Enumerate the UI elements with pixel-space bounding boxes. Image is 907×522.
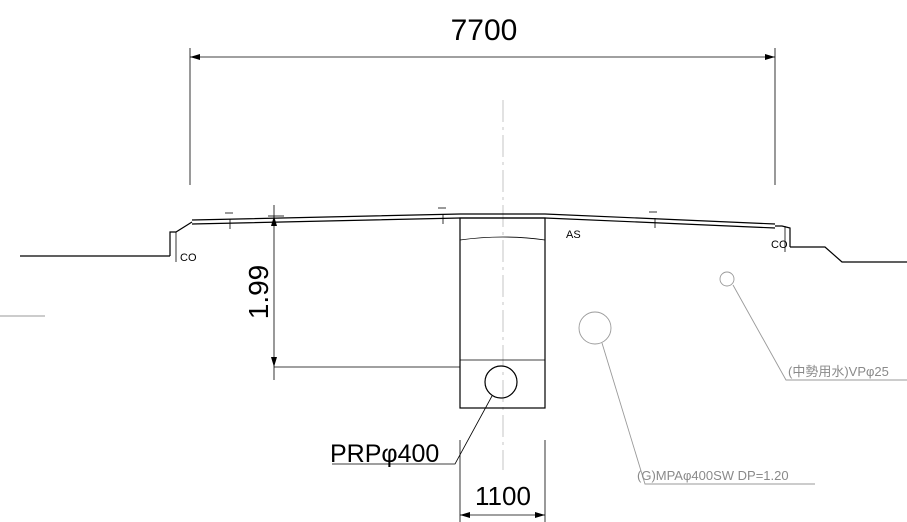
curb-left: CO [169, 221, 197, 264]
main-pipe-circle [484, 365, 518, 399]
overall-width-value: 7700 [451, 14, 518, 47]
pipe-trench [459, 217, 546, 409]
curb-right-label: CO [771, 239, 788, 251]
pipe-box-width-dimension: 1100 [459, 440, 546, 522]
gas-pipe-label: (G)MPAφ400SW DP=1.20 [637, 468, 789, 483]
depth-value: 1.99 [243, 265, 274, 320]
main-pipe: PRPφ400 [330, 365, 518, 468]
overall-width-dimension: 7700 [189, 14, 776, 185]
water-pipe: (中勢用水)VPφ25 [719, 271, 907, 381]
curb-right: CO [771, 225, 791, 252]
water-pipe-circle [719, 271, 735, 287]
curb-left-label: CO [180, 252, 197, 264]
gas-pipe: (G)MPAφ400SW DP=1.20 [578, 311, 815, 485]
surface-label: AS [566, 229, 581, 241]
gas-pipe-circle [578, 311, 612, 345]
main-pipe-label: PRPφ400 [330, 440, 439, 468]
road-surface: AS [191, 207, 776, 241]
water-pipe-label: (中勢用水)VPφ25 [788, 364, 889, 379]
depth-dimension: 1.99 [243, 205, 460, 380]
pipe-box-width-value: 1100 [475, 481, 531, 511]
ground-line-right [790, 246, 907, 263]
